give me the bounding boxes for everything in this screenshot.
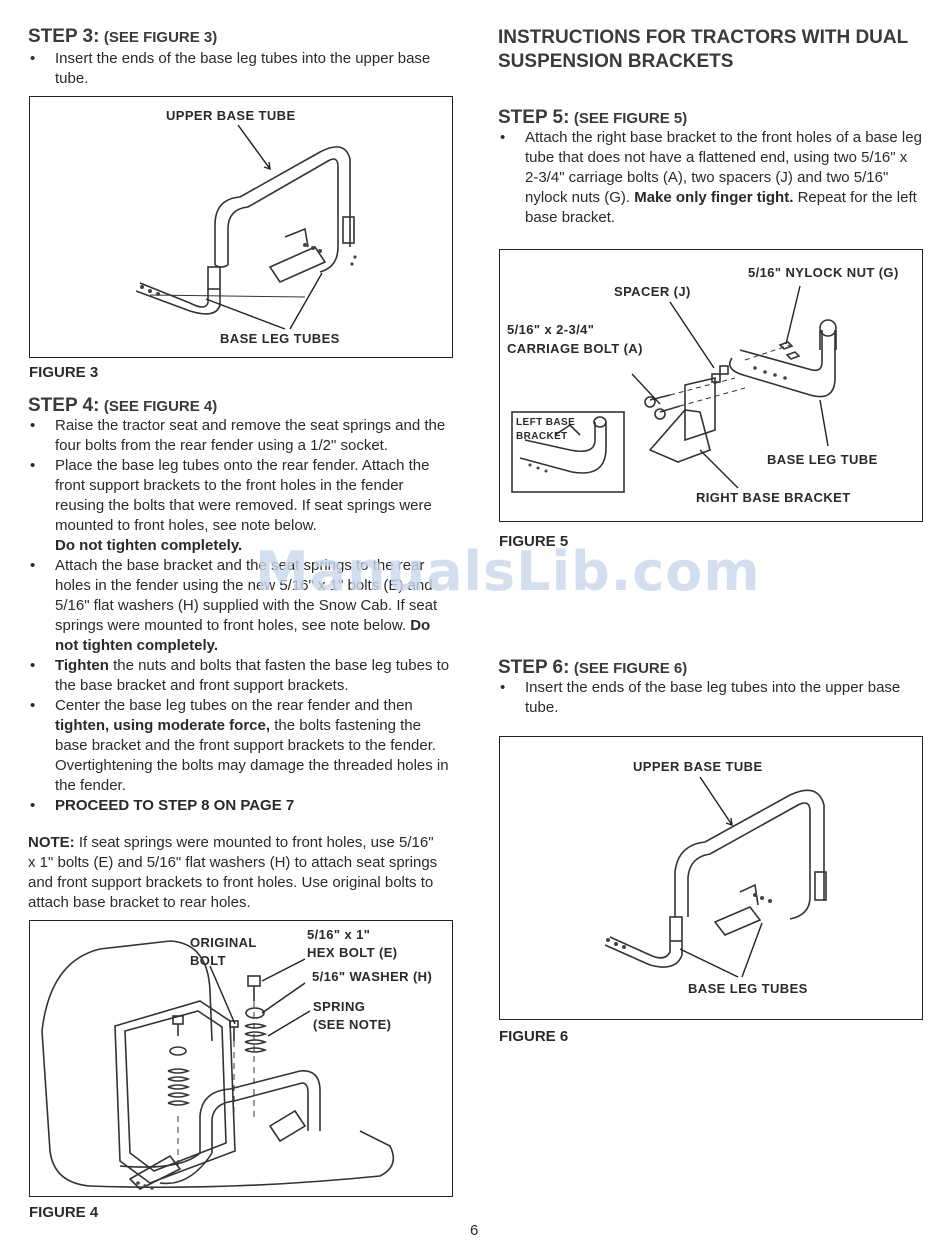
figure-3-illustration — [135, 124, 357, 330]
figure-5-carriage-label-1: 5/16" x 2-3/4" — [507, 322, 595, 337]
figure-4-illustration — [41, 940, 395, 1190]
figure-5: 5/16" NYLOCK NUT (G) SPACER (J) 5/16" x … — [499, 249, 923, 522]
figure-4-caption: FIGURE 4 — [29, 1204, 99, 1221]
figure-3-lower-label: BASE LEG TUBES — [220, 331, 340, 346]
figure-4: ORIGINAL BOLT 5/16" x 1" HEX BOLT (E) 5/… — [29, 920, 453, 1197]
step6-reference: (SEE FIGURE 6) — [573, 660, 688, 677]
figure-4-spring-label-2: (SEE NOTE) — [313, 1017, 392, 1032]
step4-list: Raise the tractor seat and remove the se… — [28, 416, 452, 816]
step5-bullet: Attach the right base bracket to the fro… — [498, 128, 922, 228]
figure-5-carriage-label-2: CARRIAGE BOLT (A) — [507, 341, 643, 356]
figure-6-lower-label: BASE LEG TUBES — [688, 981, 808, 996]
figure-4-original-bolt-label-2: BOLT — [190, 953, 227, 968]
step6-list: Insert the ends of the base leg tubes in… — [498, 678, 910, 718]
figure-5-right-bracket-label: RIGHT BASE BRACKET — [696, 490, 851, 505]
step6-heading: STEP 6: (SEE FIGURE 6) — [498, 657, 687, 679]
figure-5-caption: FIGURE 5 — [499, 533, 569, 550]
step3-reference: (SEE FIGURE 3) — [103, 29, 218, 46]
dual-title-line-1: INSTRUCTIONS FOR TRACTORS WITH DUAL — [498, 27, 909, 48]
figure-6-caption: FIGURE 6 — [499, 1028, 569, 1045]
step4-bullet: Attach the base bracket and the seat spr… — [28, 556, 452, 656]
figure-5-nylock-label: 5/16" NYLOCK NUT (G) — [748, 265, 899, 280]
step6-number: STEP 6: — [498, 657, 570, 678]
step4-reference: (SEE FIGURE 4) — [103, 398, 218, 415]
step5-number: STEP 5: — [498, 107, 570, 128]
step5-list: Attach the right base bracket to the fro… — [498, 128, 922, 228]
figure-3: UPPER BASE TUBE BASE LEG TUBES — [29, 96, 453, 358]
step4-bullet: Raise the tractor seat and remove the se… — [28, 416, 452, 456]
figure-6: UPPER BASE TUBE BASE LEG TUBES — [499, 736, 923, 1020]
step5-heading: STEP 5: (SEE FIGURE 5) — [498, 107, 687, 129]
step4-bullet: Center the base leg tubes on the rear fe… — [28, 696, 452, 796]
watermark-text: ManualsLib.com — [255, 540, 761, 603]
step4-number: STEP 4: — [28, 395, 100, 416]
step3-heading: STEP 3: (SEE FIGURE 3) — [28, 26, 217, 48]
figure-4-washer-label: 5/16" WASHER (H) — [312, 969, 433, 984]
page-number: 6 — [470, 1222, 479, 1239]
figure-6-illustration — [604, 776, 827, 978]
figure-5-left-bracket-label-2: BRACKET — [516, 431, 568, 442]
figure-4-hex-bolt-label-2: HEX BOLT (E) — [307, 945, 398, 960]
step4-heading: STEP 4: (SEE FIGURE 4) — [28, 395, 217, 417]
figure-5-illustration — [511, 285, 837, 493]
figure-3-caption: FIGURE 3 — [29, 364, 99, 381]
figure-4-spring-label-1: SPRING — [313, 999, 366, 1014]
figure-6-upper-label: UPPER BASE TUBE — [633, 759, 763, 774]
step6-bullet: Insert the ends of the base leg tubes in… — [498, 678, 910, 718]
step4-bullet: PROCEED TO STEP 8 ON PAGE 7 — [28, 796, 452, 816]
note-text: If seat springs were mounted to front ho… — [28, 834, 438, 911]
step4-bullet: Place the base leg tubes onto the rear f… — [28, 456, 452, 556]
step3-number: STEP 3: — [28, 26, 100, 47]
figure-4-original-bolt-label-1: ORIGINAL — [190, 935, 257, 950]
note-label: NOTE: — [28, 834, 75, 851]
figure-5-base-leg-label: BASE LEG TUBE — [767, 452, 878, 467]
dual-section-title: INSTRUCTIONS FOR TRACTORS WITH DUAL SUSP… — [498, 26, 928, 74]
dual-title-line-2: SUSPENSION BRACKETS — [498, 51, 734, 72]
figure-3-upper-label: UPPER BASE TUBE — [166, 108, 296, 123]
figure-5-left-bracket-label-1: LEFT BASE — [516, 417, 576, 428]
step3-list: Insert the ends of the base leg tubes in… — [28, 49, 438, 89]
figure-5-spacer-label: SPACER (J) — [614, 284, 691, 299]
step5-reference: (SEE FIGURE 5) — [573, 110, 688, 127]
note-paragraph: NOTE: If seat springs were mounted to fr… — [28, 833, 444, 913]
step4-bullet: Tighten the nuts and bolts that fasten t… — [28, 656, 452, 696]
step3-bullet: Insert the ends of the base leg tubes in… — [28, 49, 438, 89]
figure-4-hex-bolt-label-1: 5/16" x 1" — [307, 927, 371, 942]
